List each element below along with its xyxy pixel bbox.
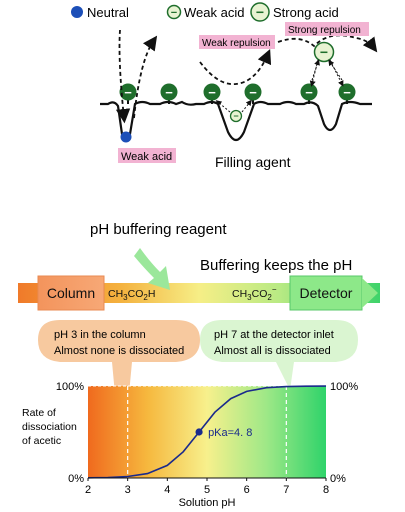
pka-label: pKa=4. 8 xyxy=(208,427,252,439)
column-box xyxy=(37,275,105,311)
anionic-group: − xyxy=(300,83,318,101)
detector-box xyxy=(289,275,363,311)
chart-ytick-left-0: 0% xyxy=(68,473,84,485)
weak-acid-molecule: − xyxy=(229,109,243,123)
filling-agent-label: Filling agent xyxy=(215,154,291,170)
svg-text:−: − xyxy=(208,85,216,100)
anionic-group: − xyxy=(160,83,178,101)
anionic-group: − xyxy=(203,83,221,101)
svg-text:−: − xyxy=(343,85,351,100)
x-tick-label: 8 xyxy=(323,484,329,496)
filling-agent-diagram: − − − − − − − − xyxy=(100,22,378,170)
x-tick-label: 6 xyxy=(244,484,250,496)
svg-text:−: − xyxy=(124,85,132,100)
svg-text:−: − xyxy=(320,44,328,60)
neutral-out-arrow xyxy=(133,35,158,119)
weak-acid-pore-label: Weak acid xyxy=(121,151,172,163)
svg-text:−: − xyxy=(171,7,177,19)
weak-acid-legend-icon xyxy=(166,4,182,20)
svg-text:−: − xyxy=(249,85,257,100)
weak-repulsion-tag xyxy=(199,35,275,49)
weak-repulsion-arrow xyxy=(215,100,231,113)
reagent-arrow xyxy=(134,248,170,290)
x-tick-label: 7 xyxy=(283,484,289,496)
x-tick-label: 4 xyxy=(164,484,170,496)
chart-ylabel-line1: Rate of xyxy=(22,407,56,419)
detector-bubble xyxy=(200,320,358,390)
x-tick-label: 5 xyxy=(204,484,210,496)
strong-acid-legend-label: Strong acid xyxy=(273,5,339,20)
acetate-form: CH3CO2− xyxy=(232,285,277,302)
chart-ylabel-line3: of acetic xyxy=(22,435,61,447)
weak-acid-tag xyxy=(118,148,176,163)
neutral-legend-label: Neutral xyxy=(87,5,129,20)
anionic-group: − xyxy=(338,83,356,101)
x-tick-label: 3 xyxy=(125,484,131,496)
surface-line xyxy=(100,100,372,142)
svg-text:−: − xyxy=(256,4,264,20)
detector-bubble-line1: pH 7 at the detector inlet xyxy=(214,329,334,341)
svg-text:−: − xyxy=(305,85,313,100)
acetic-acid-form: CH3CO2H xyxy=(108,288,155,302)
chart-ylabel-line2: dissociation xyxy=(22,421,77,433)
column-bubble-line1: pH 3 in the column xyxy=(54,329,146,341)
strong-repulsion-tag xyxy=(285,22,369,36)
strong-repulsion-arrow xyxy=(329,59,344,87)
column-bubble-line2: Almost none is dissociated xyxy=(54,345,184,357)
weak-acid-legend-label: Weak acid xyxy=(184,5,244,20)
svg-text:−: − xyxy=(233,111,238,121)
weak-repulsion-label: Weak repulsion xyxy=(202,38,271,49)
chart-ytick-right-0: 0% xyxy=(330,473,346,485)
chart-xlabel: Solution pH xyxy=(179,497,236,509)
anionic-group: − xyxy=(119,83,137,101)
weak-acid-path-arrow xyxy=(199,49,272,85)
flow-arrow-head xyxy=(362,278,378,308)
neutral-legend-dot xyxy=(71,6,83,18)
weak-repulsion-arrow xyxy=(241,99,252,113)
anionic-group: − xyxy=(244,83,262,101)
neutral-in-arrow xyxy=(115,29,131,124)
chart-plot-background xyxy=(88,386,326,478)
svg-text:−: − xyxy=(165,85,173,100)
x-tick-label: 2 xyxy=(85,484,91,496)
strong-repulsion-label: Strong repulsion xyxy=(288,25,361,36)
pka-point xyxy=(195,428,203,436)
strong-acid-legend-icon xyxy=(250,2,270,22)
strong-repulsion-arrow xyxy=(311,59,320,81)
dissociation-chart: 2 3 4 5 6 7 8 pKa=4. 8 Rate of dissociation of … xyxy=(22,381,358,509)
strong-acid-molecule: − xyxy=(313,41,335,63)
dissociation-curve xyxy=(87,385,327,479)
legend: Neutral − Weak acid − Strong acid xyxy=(71,2,339,22)
detector-label: Detector xyxy=(300,285,353,301)
buffering-keeps-ph-label: Buffering keeps the pH xyxy=(200,257,352,274)
ph-buffering-reagent-label: pH buffering reagent xyxy=(90,221,227,238)
chart-ytick-left-100: 100% xyxy=(56,381,84,393)
chart-marks: 2 3 4 5 6 7 8 pKa=4. 8 xyxy=(85,385,329,496)
detector-bubble-line2: Almost all is dissociated xyxy=(214,345,331,357)
chart-ytick-right-100: 100% xyxy=(330,381,358,393)
column-label: Column xyxy=(47,285,95,301)
neutral-molecule xyxy=(120,131,132,143)
